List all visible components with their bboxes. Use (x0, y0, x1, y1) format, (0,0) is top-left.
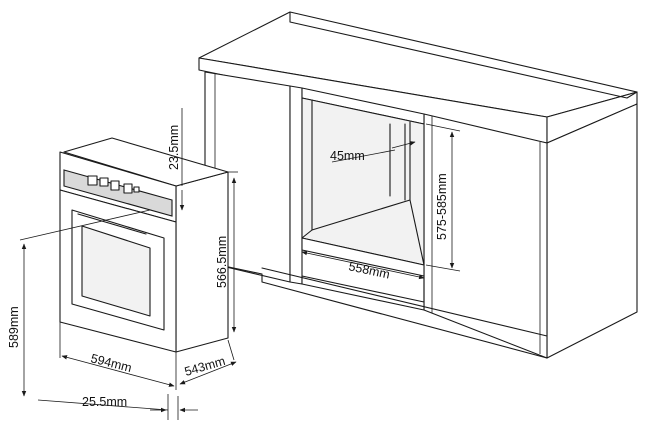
cabinet-side (546, 103, 638, 359)
body-height-label: 566.5mm (215, 236, 229, 288)
oven-depth-arrow (179, 361, 237, 385)
depth-leader (331, 149, 396, 163)
depth-arrow (391, 141, 416, 149)
total-ext-top (19, 209, 151, 241)
oven-controls (87, 175, 140, 194)
recess-corner-line (301, 229, 313, 239)
control-knob-middle (110, 180, 120, 191)
panel-offset-dimension: 23.5mm (167, 108, 185, 211)
cabinet (198, 11, 638, 359)
recess-inner-back (311, 99, 411, 231)
door-thickness-label: 25.5mm (82, 395, 127, 409)
control-button (133, 186, 140, 193)
thickness-base-line (37, 399, 169, 411)
depth-ext (227, 339, 235, 361)
panel-offset-label: 23.5mm (167, 125, 181, 170)
kick-line (261, 267, 548, 337)
cutout-height-dimension: 575-585mm (425, 123, 461, 272)
total-height-dimension: 589mm (7, 209, 151, 397)
cabinet-divider (289, 85, 303, 285)
cutout-depth-label: 45mm (330, 149, 365, 163)
control-knob-left (87, 175, 98, 186)
body-height-dimension: 566.5mm (215, 171, 238, 333)
cutout-height-label: 575-585mm (435, 173, 449, 240)
oven-door-frame (71, 209, 165, 331)
oven-depth-label: 543mm (183, 354, 227, 379)
oven-door-handle (77, 213, 147, 235)
height-ext-bottom (425, 264, 461, 272)
oven-window (81, 225, 151, 317)
oven (59, 137, 229, 353)
oven-width-arrow (61, 355, 175, 387)
worktop-back-rim (289, 11, 638, 99)
door-thickness-dimension: 25.5mm (37, 394, 198, 420)
cutout-recess (301, 97, 425, 266)
timer-display (99, 177, 109, 187)
height-ext-top (425, 123, 461, 132)
cutout-depth-dimension: 45mm (330, 141, 416, 163)
control-knob-right (123, 183, 133, 194)
cabinet-plinth (301, 275, 425, 311)
oven-width-label: 594mm (89, 351, 133, 375)
width-arrow (301, 250, 425, 280)
total-height-label: 589mm (7, 306, 21, 348)
